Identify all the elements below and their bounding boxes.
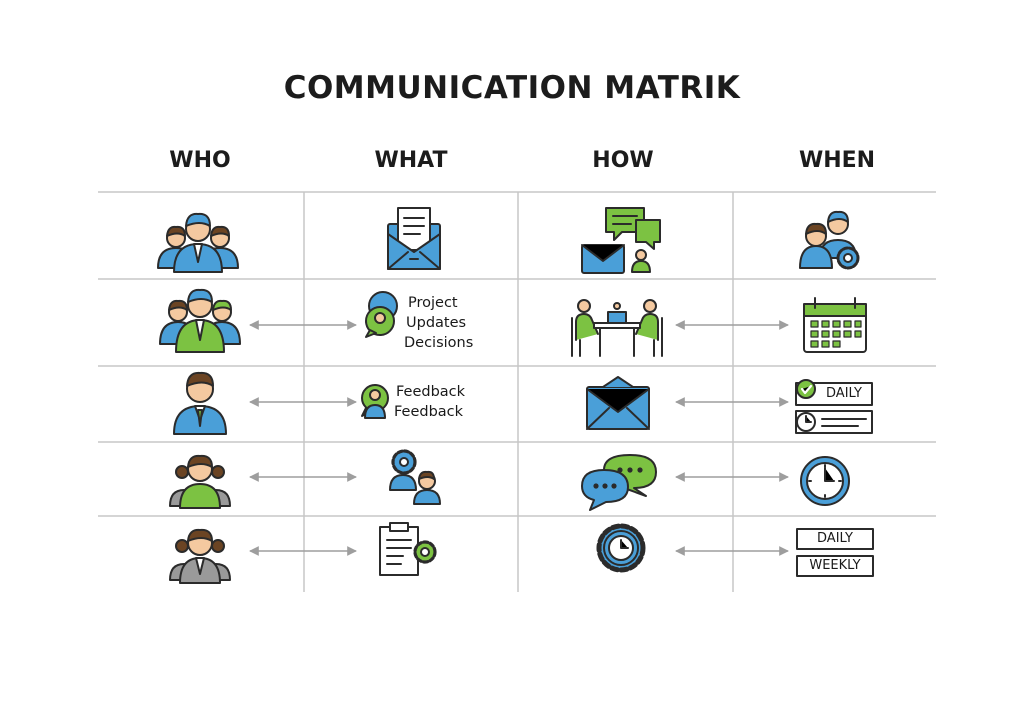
chat-bubbles-icon	[581, 454, 657, 511]
what-label-decisions: Decisions	[404, 335, 474, 351]
manager-icon	[173, 371, 227, 435]
daily-checklist-icon	[795, 379, 873, 434]
stakeholder-group-icon	[169, 528, 231, 584]
schedule-labels-icon	[796, 528, 874, 577]
clock-icon	[800, 456, 850, 506]
column-header-who: WHO	[169, 148, 231, 173]
newsletter-envelope-icon	[387, 207, 441, 270]
what-label-updates: Updates	[406, 315, 467, 331]
when-badge-weekly: WEEKLY	[809, 558, 861, 573]
people-gear-icon	[799, 210, 860, 270]
connector-arrows	[249, 320, 789, 556]
document-gear-icon	[379, 522, 437, 576]
what-label-feedback-1: Feedback	[396, 384, 466, 400]
chat-bubbles-icon	[365, 291, 398, 338]
gear-clock-icon	[596, 523, 646, 573]
large-team-icon	[159, 288, 241, 353]
column-header-when: WHEN	[798, 148, 876, 173]
page-title: COMMUNICATION MATRIK	[283, 70, 741, 106]
team-group-icon	[157, 212, 239, 273]
grid-lines	[98, 191, 936, 592]
chat-and-email-icon	[581, 207, 661, 274]
what-label-project: Project	[408, 295, 458, 311]
calendar-icon	[803, 297, 867, 353]
when-badge-daily: DAILY	[826, 386, 862, 401]
email-icon	[586, 376, 650, 430]
person-gear-icon	[389, 449, 441, 505]
what-label-feedback-2: Feedback	[394, 404, 464, 420]
when-badge-daily-2: DAILY	[817, 531, 853, 546]
feedback-person-icon	[361, 384, 389, 419]
meeting-table-icon	[571, 299, 663, 357]
colleague-group-icon	[169, 454, 231, 509]
column-header-how: HOW	[592, 148, 654, 173]
column-header-what: WHAT	[374, 148, 448, 173]
